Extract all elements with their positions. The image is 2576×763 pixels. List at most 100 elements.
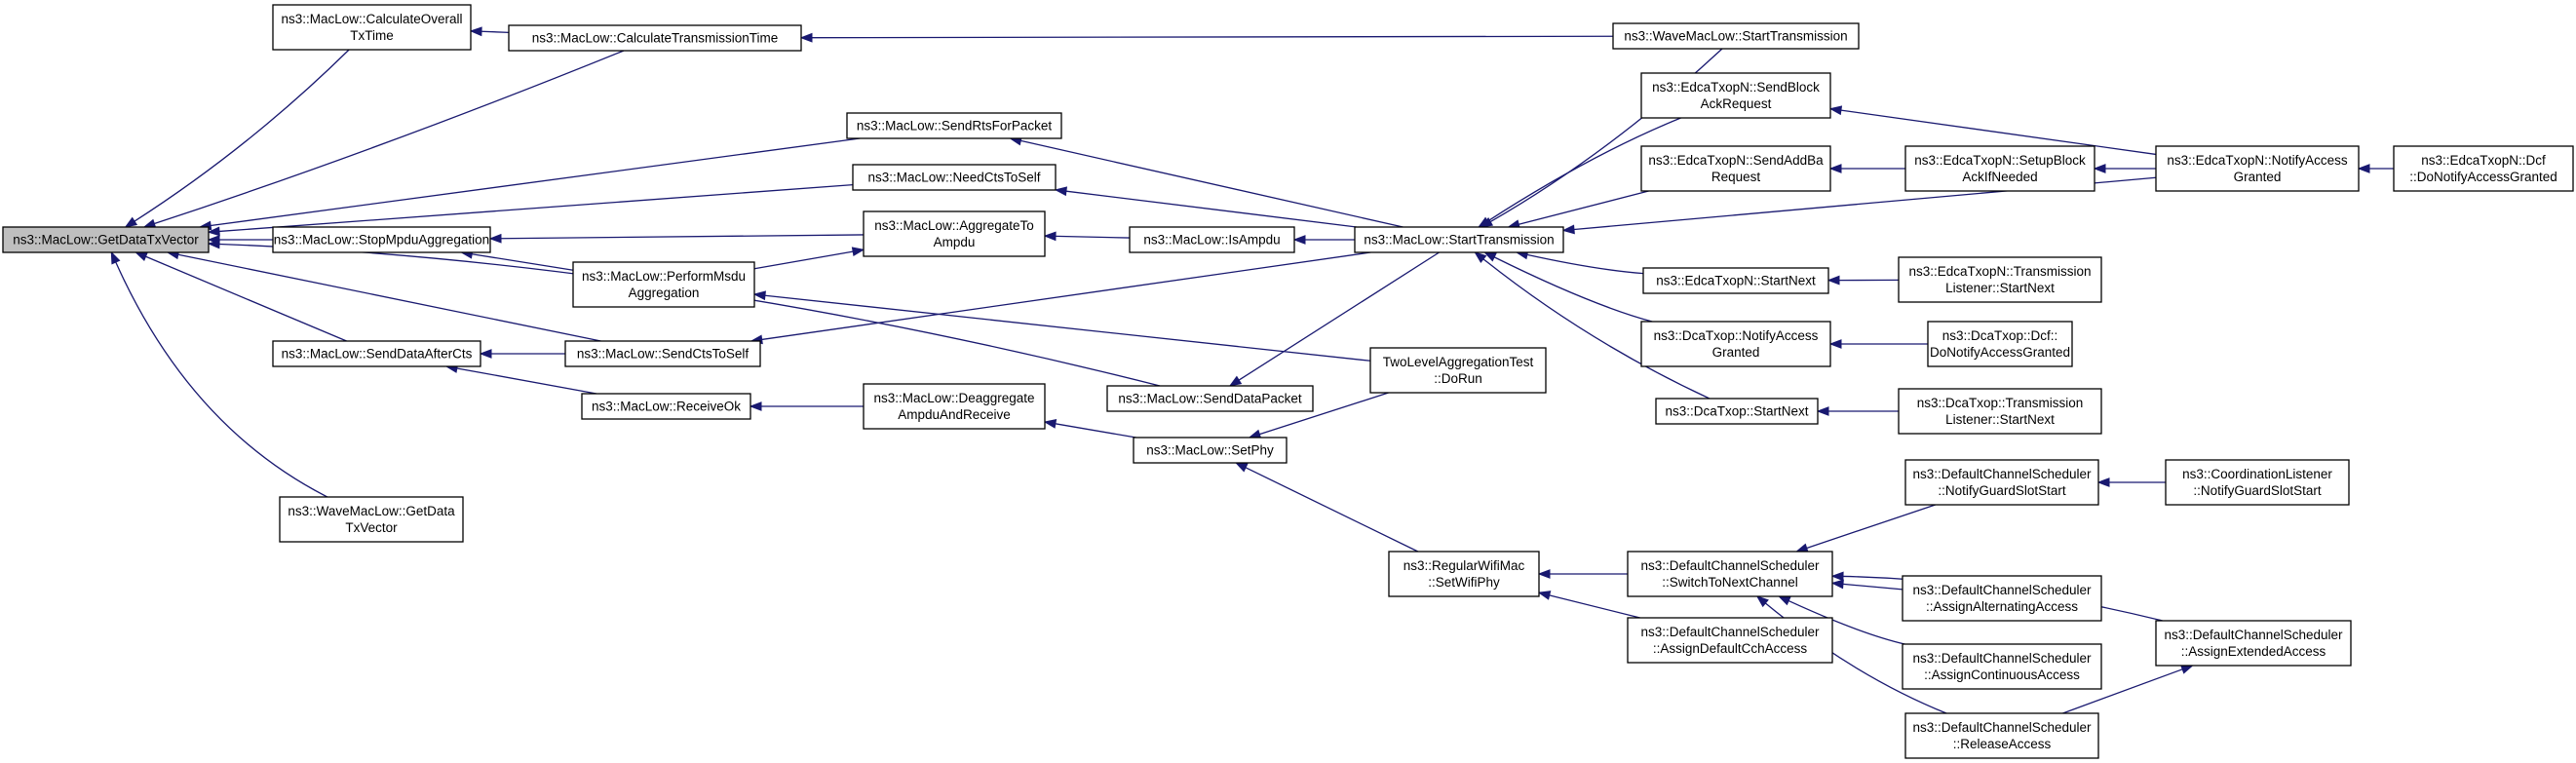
node-box[interactable] — [1904, 459, 2099, 506]
edge-line — [500, 234, 865, 240]
node-label: ns3::MacLow::GetDataTxVector — [13, 233, 199, 248]
node-box[interactable] — [1627, 617, 1833, 664]
node-box[interactable] — [1898, 256, 2102, 303]
node-box[interactable] — [2155, 620, 2352, 667]
node-box[interactable] — [1655, 398, 1819, 425]
node-box[interactable] — [1640, 321, 1831, 367]
node-dcs_assignalt[interactable]: ns3::DefaultChannelScheduler::AssignAlte… — [1902, 575, 2102, 622]
edge-arrowhead — [1537, 591, 1552, 600]
edge-arrowhead — [1043, 231, 1057, 242]
node-dcs_switch[interactable]: ns3::DefaultChannelScheduler::SwitchToNe… — [1627, 551, 1833, 597]
node-box[interactable] — [2165, 459, 2350, 506]
node-box[interactable] — [1640, 72, 1831, 119]
node-starttx[interactable]: ns3::MacLow::StartTransmission — [1354, 226, 1564, 253]
node-box[interactable] — [846, 112, 1062, 139]
node-box[interactable] — [1642, 267, 1829, 294]
node-box[interactable] — [508, 24, 802, 52]
node-box[interactable] — [581, 393, 751, 420]
node-box[interactable] — [272, 226, 491, 253]
node-dcs_release[interactable]: ns3::DefaultChannelScheduler::ReleaseAcc… — [1904, 712, 2099, 759]
node-label: ns3::EdcaTxopN::SendBlock — [1652, 80, 1820, 95]
node-senddatapacket[interactable]: ns3::MacLow::SendDataPacket — [1106, 385, 1314, 412]
node-coord_notifyguard[interactable]: ns3::CoordinationListener::NotifyGuardSl… — [2165, 459, 2350, 506]
node-box[interactable] — [863, 383, 1046, 430]
edge-arrowhead — [851, 247, 865, 257]
node-edca_startnext[interactable]: ns3::EdcaTxopN::StartNext — [1642, 267, 1829, 294]
node-setwifiphy[interactable]: ns3::RegularWifiMac::SetWifiPhy — [1388, 551, 1540, 597]
node-box[interactable] — [1627, 551, 1833, 597]
node-label: ::NotifyGuardSlotStart — [1938, 483, 2066, 498]
node-box[interactable] — [2, 226, 210, 253]
edge-line — [154, 50, 625, 225]
node-dcs_assigncont[interactable]: ns3::DefaultChannelScheduler::AssignCont… — [1902, 643, 2102, 690]
node-label: ns3::DcaTxop::Dcf:: — [1942, 328, 2058, 343]
node-box[interactable] — [1904, 145, 2095, 192]
node-dcs_assigndefault[interactable]: ns3::DefaultChannelScheduler::AssignDefa… — [1627, 617, 1833, 664]
node-sendrts[interactable]: ns3::MacLow::SendRtsForPacket — [846, 112, 1062, 139]
node-dcs_notifyguard[interactable]: ns3::DefaultChannelScheduler::NotifyGuar… — [1904, 459, 2099, 506]
node-needcts[interactable]: ns3::MacLow::NeedCtsToSelf — [852, 164, 1057, 191]
node-setphy[interactable]: ns3::MacLow::SetPhy — [1133, 437, 1288, 464]
node-dcs_assignext[interactable]: ns3::DefaultChannelScheduler::AssignExte… — [2155, 620, 2352, 667]
node-stopmpdu[interactable]: ns3::MacLow::StopMpduAggregation — [272, 226, 491, 253]
node-edca_dcf_notify[interactable]: ns3::EdcaTxopN::Dcf::DoNotifyAccessGrant… — [2393, 145, 2574, 192]
node-receiveok[interactable]: ns3::MacLow::ReceiveOk — [581, 393, 751, 420]
edge-dca_txlistener-to-dca_startnext — [1816, 406, 1900, 416]
node-label: Ampdu — [934, 235, 976, 249]
node-box[interactable] — [863, 210, 1046, 257]
node-box[interactable] — [1902, 643, 2102, 690]
node-box[interactable] — [572, 261, 755, 308]
node-dca_dcf_notify[interactable]: ns3::DcaTxop::Dcf::DoNotifyAccessGranted — [1927, 321, 2073, 367]
node-box[interactable] — [1354, 226, 1564, 253]
node-twolevel[interactable]: TwoLevelAggregationTest::DoRun — [1369, 347, 1547, 394]
node-wave_starttx[interactable]: ns3::WaveMacLow::StartTransmission — [1612, 22, 1860, 50]
node-box[interactable] — [1106, 385, 1314, 412]
node-edca_notifyaccess[interactable]: ns3::EdcaTxopN::NotifyAccessGranted — [2155, 145, 2360, 192]
node-box[interactable] — [1640, 145, 1831, 192]
node-box[interactable] — [1133, 437, 1288, 464]
node-box[interactable] — [272, 4, 472, 51]
node-box[interactable] — [1388, 551, 1540, 597]
node-box[interactable] — [1612, 22, 1860, 50]
edge-arrowhead — [752, 290, 766, 301]
node-box[interactable] — [272, 340, 481, 367]
edge-edca_startnext-to-starttx — [1515, 249, 1644, 275]
node-senddataaftercts[interactable]: ns3::MacLow::SendDataAfterCts — [272, 340, 481, 367]
edge-starttx-to-sendrts — [1009, 135, 1403, 228]
edge-dca_startnext-to-starttx — [1474, 251, 1711, 400]
node-box[interactable] — [1904, 712, 2099, 759]
node-dca_startnext[interactable]: ns3::DcaTxop::StartNext — [1655, 398, 1819, 425]
node-box[interactable] — [1898, 388, 2102, 435]
edge-line — [1238, 251, 1440, 381]
node-box[interactable] — [1927, 321, 2073, 367]
node-box[interactable] — [1129, 226, 1295, 253]
node-sendctstoself[interactable]: ns3::MacLow::SendCtsToSelf — [564, 340, 761, 367]
edge-receiveok-to-senddataaftercts — [444, 363, 597, 395]
edge-sendctstoself-to-senddataaftercts — [479, 349, 566, 359]
node-box[interactable] — [279, 496, 464, 543]
node-edca_txlistener[interactable]: ns3::EdcaTxopN::TransmissionListener::St… — [1898, 256, 2102, 303]
node-dca_notifyaccess[interactable]: ns3::DcaTxop::NotifyAccessGranted — [1640, 321, 1831, 367]
node-dca_txlistener[interactable]: ns3::DcaTxop::TransmissionListener::Star… — [1898, 388, 2102, 435]
edge-line — [764, 294, 1371, 362]
edge-edca_notifyaccess-to-edca_setupblockack — [2093, 164, 2156, 173]
node-label: AmpduAndReceive — [898, 407, 1011, 422]
node-wave_getdatatxvector[interactable]: ns3::WaveMacLow::GetDataTxVector — [279, 496, 464, 543]
node-calctxtime[interactable]: ns3::MacLow::CalculateTransmissionTime — [508, 24, 802, 52]
node-box[interactable] — [1369, 347, 1547, 394]
node-isampdu[interactable]: ns3::MacLow::IsAmpdu — [1129, 226, 1295, 253]
edge-isampdu-to-aggtoampdu — [1043, 231, 1131, 242]
node-box[interactable] — [2155, 145, 2360, 192]
node-getdatatxvector[interactable]: ns3::MacLow::GetDataTxVector — [2, 226, 210, 253]
node-box[interactable] — [564, 340, 761, 367]
node-box[interactable] — [1902, 575, 2102, 622]
node-box[interactable] — [2393, 145, 2574, 192]
node-box[interactable] — [852, 164, 1057, 191]
